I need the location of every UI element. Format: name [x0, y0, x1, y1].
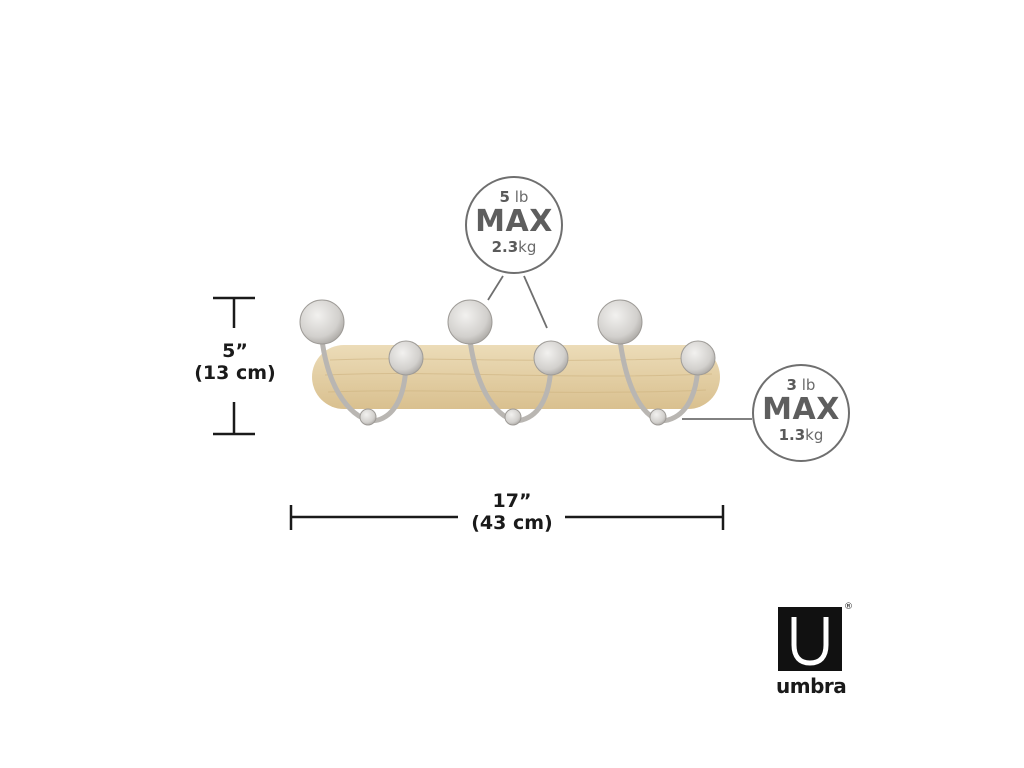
center-hook-capacity-badge: 5 lb MAX 2.3kg: [465, 176, 563, 274]
width-imperial: 17”: [492, 490, 532, 512]
umbra-logo-mark: [778, 607, 842, 671]
height-dimension-line: [213, 296, 255, 436]
wood-board: [312, 345, 720, 409]
height-imperial: 5”: [222, 340, 248, 362]
capacity-imperial: 3 lb: [786, 376, 816, 394]
hook-1: [299, 299, 424, 426]
capacity-metric: 1.3kg: [778, 426, 824, 444]
width-metric: (43 cm): [471, 511, 553, 534]
hook-3: [597, 299, 716, 426]
capacity-imperial: 5 lb: [499, 188, 529, 206]
hook-2: [447, 299, 569, 426]
registered-mark: ®: [844, 602, 853, 612]
capacity-max-label: MAX: [475, 204, 553, 239]
u-glyph-icon: [791, 617, 829, 666]
height-metric: (13 cm): [194, 361, 276, 384]
capacity-metric: 2.3kg: [491, 238, 537, 256]
brand-name: umbra: [776, 674, 847, 698]
wood-grain: [324, 357, 713, 393]
end-hook-capacity-badge: 3 lb MAX 1.3kg: [752, 364, 850, 462]
width-dimension-label: 17” (43 cm): [452, 490, 572, 535]
callout-leaders: [487, 275, 752, 420]
width-dimension-line: [289, 505, 725, 530]
capacity-max-label: MAX: [762, 392, 840, 427]
height-dimension-label: 5” (13 cm): [180, 340, 290, 385]
